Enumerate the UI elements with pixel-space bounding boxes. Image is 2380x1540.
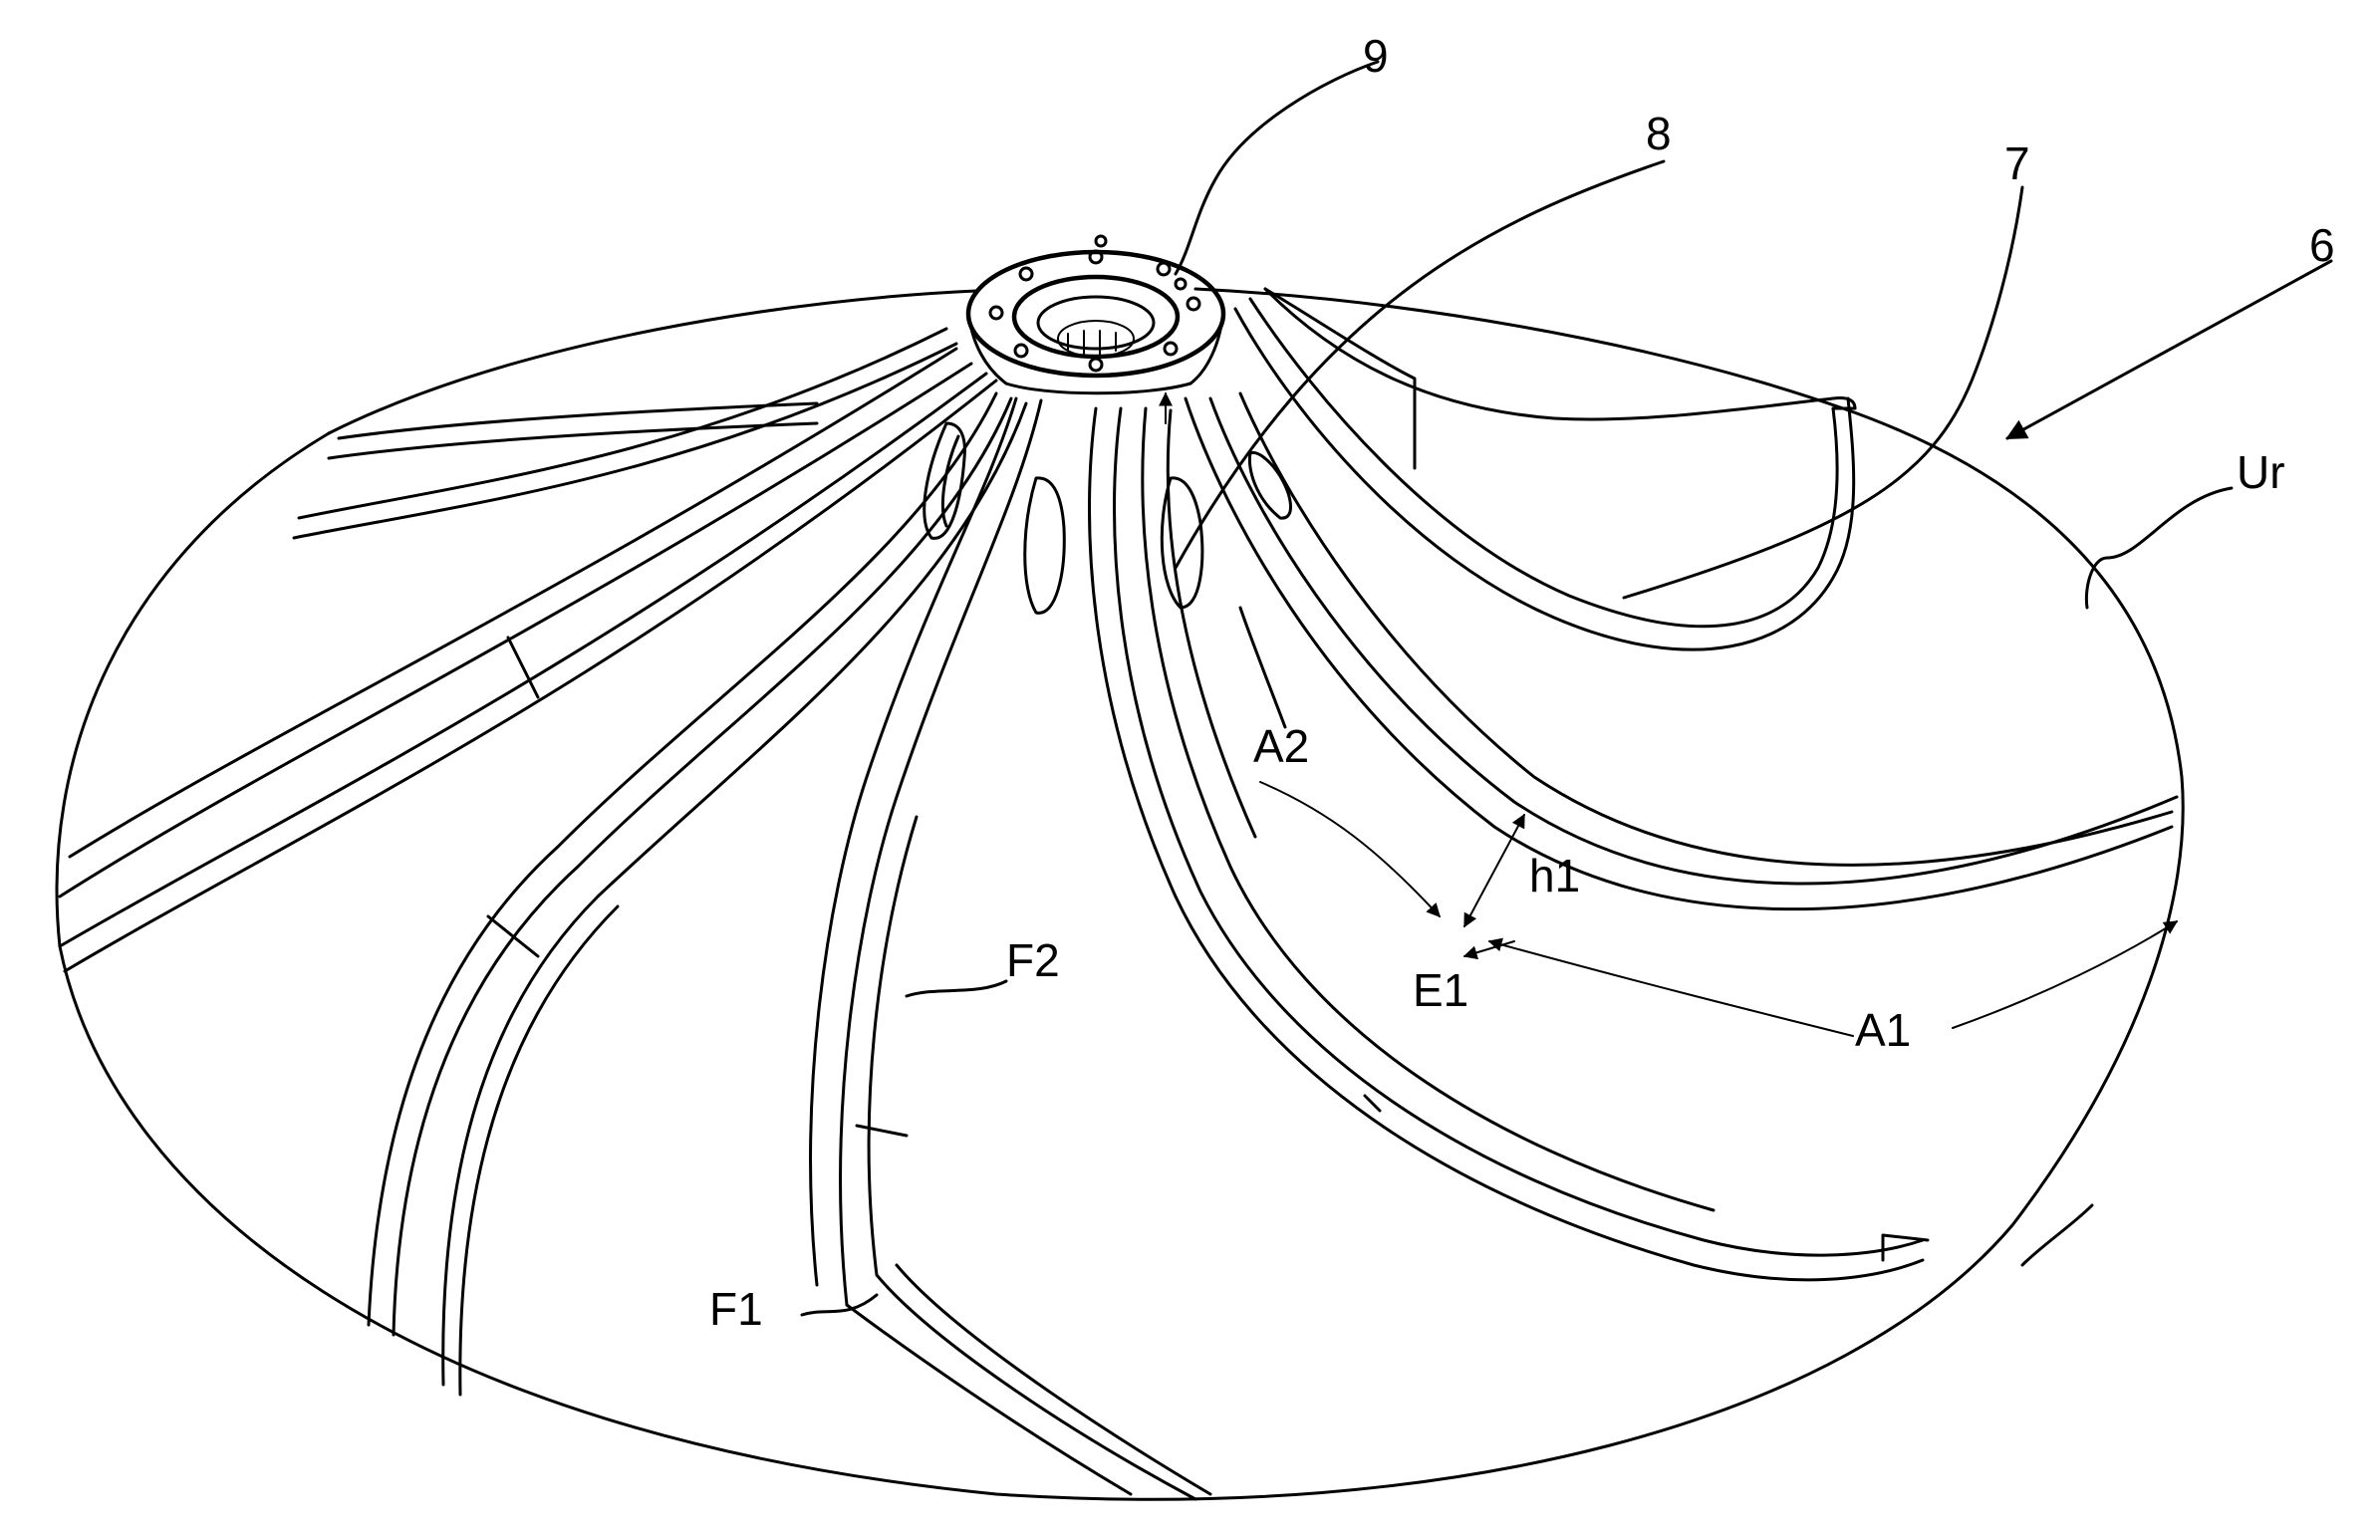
label-8: 8 [1646,108,1672,159]
impeller-disk [55,287,2185,1501]
label-f2: F2 [1006,934,1060,986]
label-ur: Ur [2237,446,2285,498]
label-6: 6 [2309,219,2335,271]
label-9: 9 [1363,30,1389,82]
label-h1: h1 [1529,850,1580,901]
blade-slots [923,421,1292,615]
label-e1: E1 [1413,964,1468,1016]
label-a1: A1 [1855,1004,1911,1056]
leader-lines [800,60,2333,1317]
hub-nose [965,234,1226,395]
label-7: 7 [2004,137,2030,189]
label-a2: A2 [1253,720,1309,772]
label-f1: F1 [709,1283,763,1335]
dimension-arrows [1159,391,2179,1037]
impeller-blades [58,287,2179,1501]
reference-labels: 9 8 7 6 Ur A2 h1 E1 A1 F2 F1 [709,30,2335,1335]
